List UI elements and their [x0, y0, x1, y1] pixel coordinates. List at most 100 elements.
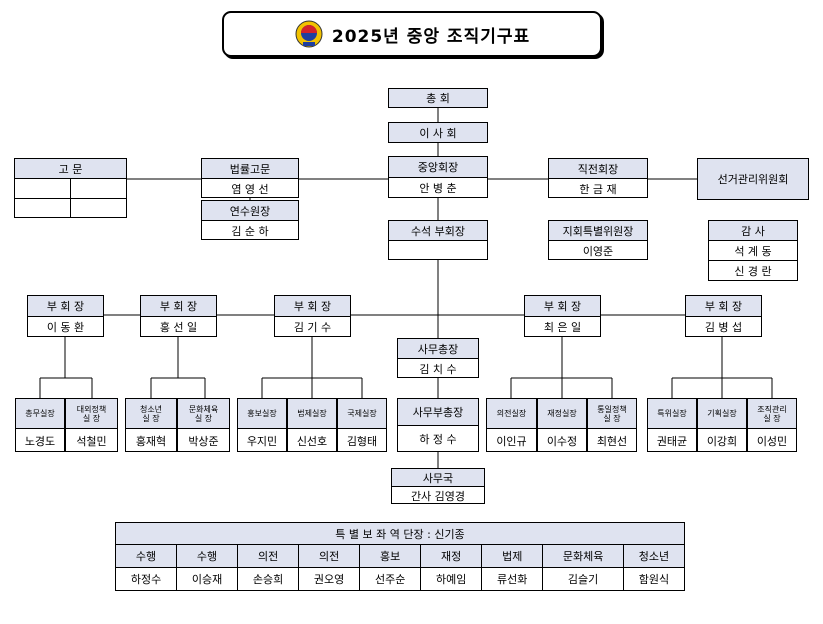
auditor-box: 감 사 석 계 동 신 경 란: [708, 220, 798, 281]
vp-title: 부 회 장: [28, 296, 103, 317]
dept-head-name: 이성민: [756, 434, 788, 448]
legal-advisor-name: 염 영 선: [231, 182, 269, 196]
deputy-secretary-title: 사무부총장: [398, 399, 478, 426]
aide-name: 류선화: [481, 567, 544, 591]
page-title: 2025년 중앙 조직기구표: [331, 26, 531, 47]
advisor-name-cell: [70, 179, 126, 199]
general-assembly-box: 총 회: [388, 88, 488, 108]
dept-title: 특위실장: [648, 399, 696, 429]
former-chairman-title: 직전회장: [549, 159, 647, 179]
dept-head-name: 석철민: [76, 434, 107, 448]
aide-role: 수행: [114, 544, 178, 568]
aide-role: 수행: [176, 544, 239, 568]
dept-box: 재정실장 이수정: [537, 398, 587, 452]
auditor-name: 석 계 동: [709, 241, 797, 261]
aide-name: 함원식: [622, 567, 686, 591]
dept-box: 특위실장 권태균: [647, 398, 697, 452]
vp-name: 최 은 일: [543, 321, 582, 334]
branch-special-title: 지회특별위원장: [549, 221, 647, 241]
dept-title: 문화체육 실 장: [178, 399, 229, 429]
aide-role: 법제: [481, 544, 544, 568]
vp-title: 부 회 장: [686, 296, 761, 317]
vp-title: 부 회 장: [141, 296, 216, 317]
secretariat-box: 사무국 간사 김영경: [391, 468, 485, 504]
training-director-box: 연수원장 김 순 하: [201, 200, 299, 240]
secretariat-name: 간사 김영경: [410, 489, 466, 503]
auditor-name: 신 경 란: [734, 264, 772, 278]
dept-title: 통일정책 실 장: [588, 399, 636, 429]
dept-box: 총무실장 노경도: [15, 398, 65, 452]
auditor-title: 감 사: [709, 221, 797, 241]
dept-head-name: 이인규: [496, 434, 527, 448]
legal-advisor-title: 법률고문: [202, 159, 298, 179]
aide-role: 재정: [420, 544, 483, 568]
vp-title: 부 회 장: [275, 296, 350, 317]
advisor-title: 고 문: [15, 159, 126, 179]
deputy-secretary-box: 사무부총장 하 정 수: [397, 398, 479, 452]
aide-role: 의전: [298, 544, 361, 568]
dept-title: 대외정책 실 장: [66, 399, 117, 429]
advisor-name-cell: [15, 199, 71, 218]
vp-box-5: 부 회 장 김 병 섭: [685, 295, 762, 337]
advisor-name-cell: [15, 179, 71, 199]
dept-head-name: 이강희: [706, 434, 738, 448]
dept-title: 기획실장: [698, 399, 746, 429]
special-aides-title: 특 별 보 좌 역 단장 : 신기종: [115, 522, 685, 545]
advisor-box: 고 문: [14, 158, 127, 218]
chairman-box: 중앙회장 안 병 춘: [388, 156, 488, 198]
dept-title: 국제실장: [338, 399, 386, 429]
aide-name: 권오영: [298, 567, 361, 591]
branch-special-name: 이영준: [582, 244, 614, 258]
secretary-general-box: 사무총장 김 치 수: [397, 338, 479, 378]
dept-head-name: 신선호: [296, 434, 328, 448]
dept-title: 조직관리 실 장: [748, 399, 796, 429]
dept-title: 청소년 실 장: [126, 399, 176, 429]
dept-box: 국제실장 김형태: [337, 398, 387, 452]
vp-title: 부 회 장: [525, 296, 600, 317]
senior-vp-box: 수석 부회장: [388, 220, 488, 260]
dept-title: 재정실장: [538, 399, 586, 429]
board-of-directors-box: 이 사 회: [388, 122, 488, 143]
aide-name: 이승재: [176, 567, 239, 591]
secretariat-title: 사무국: [392, 469, 484, 487]
vp-box-2: 부 회 장 홍 선 일: [140, 295, 217, 337]
dept-title: 법제실장: [288, 399, 336, 429]
vp-name: 김 기 수: [293, 321, 332, 334]
dept-head-name: 우지민: [246, 434, 278, 448]
chart-title-box: 2025년 중앙 조직기구표: [222, 11, 602, 57]
dept-title: 의전실장: [487, 399, 536, 429]
vp-box-3: 부 회 장 김 기 수: [274, 295, 351, 337]
dept-head-name: 홍재혁: [135, 434, 167, 448]
dept-box: 통일정책 실 장 최현선: [587, 398, 637, 452]
aide-name: 김슬기: [542, 567, 624, 591]
legal-advisor-box: 법률고문 염 영 선: [201, 158, 299, 198]
secretary-general-title: 사무총장: [398, 339, 478, 359]
dept-head-name: 최현선: [596, 434, 628, 448]
dept-head-name: 권태균: [656, 434, 688, 448]
vp-box-1: 부 회 장 이 동 환: [27, 295, 104, 337]
dept-title: 홍보실장: [238, 399, 286, 429]
branch-special-box: 지회특별위원장 이영준: [548, 220, 648, 260]
dept-head-name: 노경도: [24, 434, 56, 448]
aide-name: 하정수: [114, 567, 178, 591]
training-director-name: 김 순 하: [231, 224, 269, 238]
dept-title: 총무실장: [16, 399, 64, 429]
deputy-secretary-name: 하 정 수: [419, 433, 457, 446]
senior-vp-name: [389, 241, 487, 260]
vp-box-4: 부 회 장 최 은 일: [524, 295, 601, 337]
aide-role: 홍보: [359, 544, 422, 568]
election-committee-box: 선거관리위원회: [697, 158, 809, 200]
former-chairman-box: 직전회장 한 금 재: [548, 158, 648, 198]
advisor-name-cell: [71, 199, 127, 218]
dept-box: 홍보실장 우지민: [237, 398, 287, 452]
aide-name: 손승희: [237, 567, 300, 591]
chairman-title: 중앙회장: [389, 157, 487, 178]
dept-head-name: 박상준: [188, 434, 219, 448]
aide-role: 청소년: [622, 544, 686, 568]
senior-vp-title: 수석 부회장: [389, 221, 487, 241]
dept-box: 문화체육 실 장 박상준: [177, 398, 230, 452]
aide-name: 하예임: [420, 567, 483, 591]
chairman-name: 안 병 춘: [419, 182, 457, 195]
dept-box: 청소년 실 장 홍재혁: [125, 398, 177, 452]
dept-box: 조직관리 실 장 이성민: [747, 398, 797, 452]
